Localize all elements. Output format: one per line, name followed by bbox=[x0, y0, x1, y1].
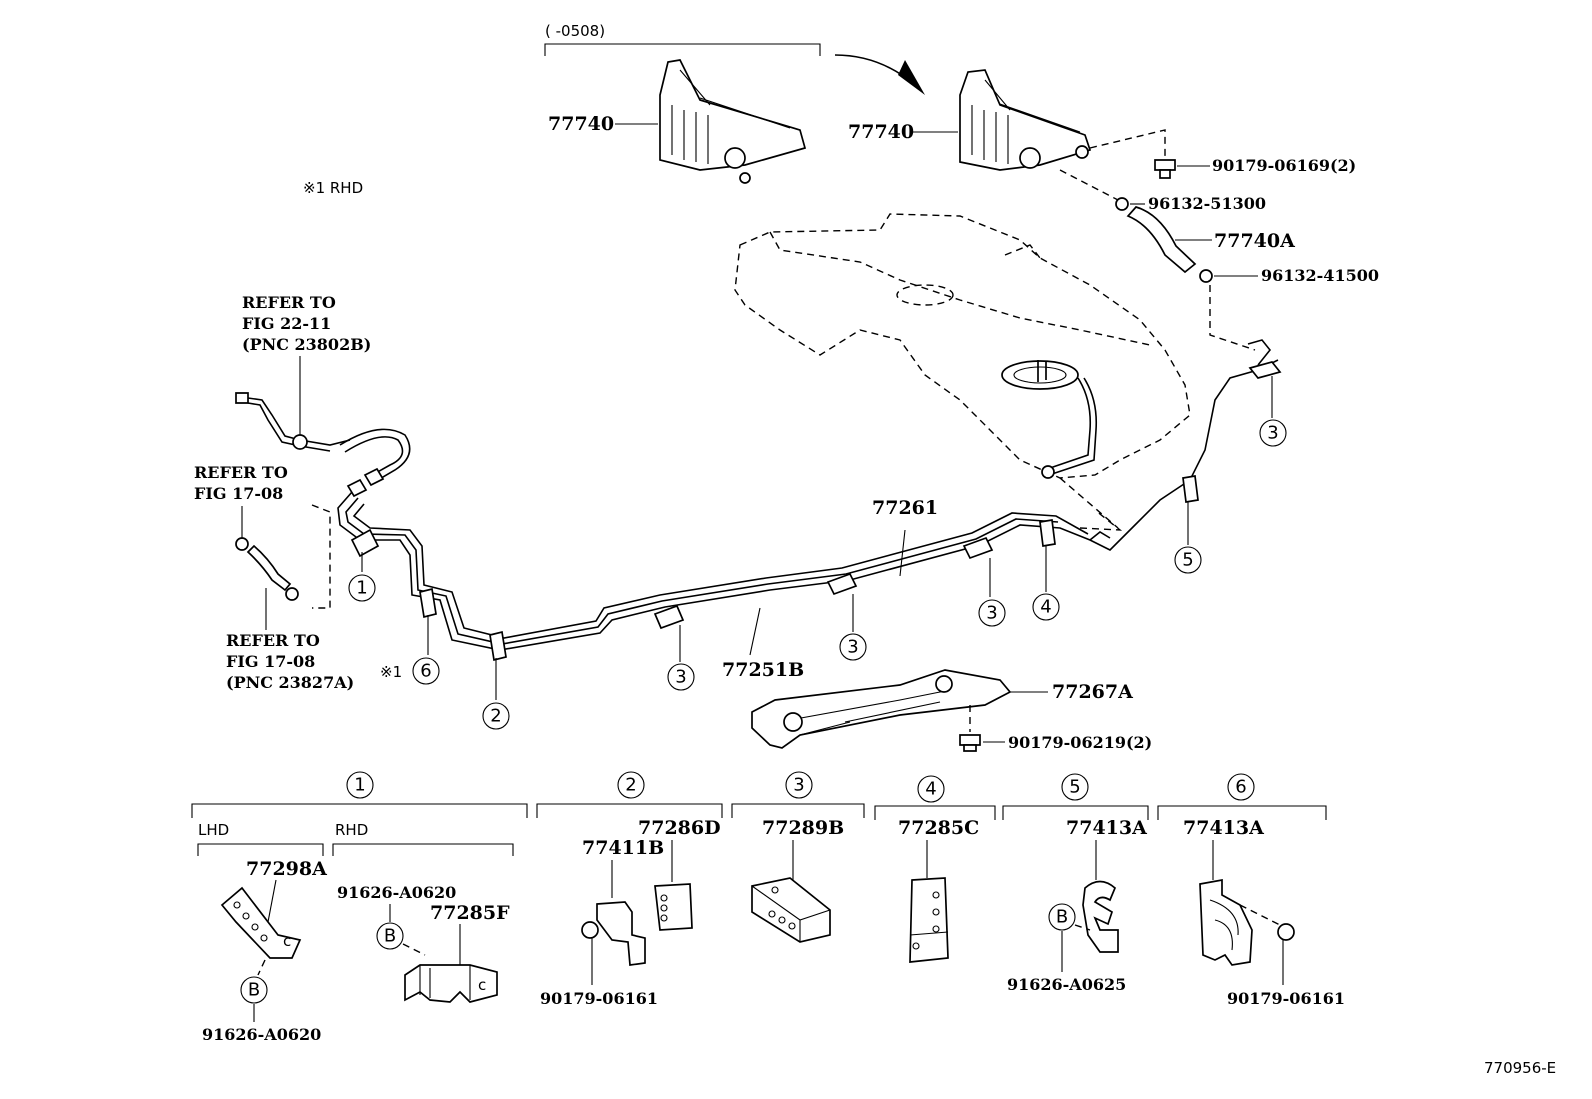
date-range-label: ( -0508) bbox=[545, 22, 605, 40]
hose-label: 77740A bbox=[1214, 230, 1295, 252]
group-2: 2 77286D 77411B 90179-06161 bbox=[536, 771, 723, 1008]
callout-5: 5 bbox=[1174, 546, 1202, 574]
svg-text:c: c bbox=[283, 932, 291, 950]
svg-text:3: 3 bbox=[1267, 423, 1278, 444]
g1-clamp-label: 77298A bbox=[246, 858, 327, 880]
g5-clamp-label: 77413A bbox=[1066, 817, 1147, 839]
g2-bracket-label: 77411B bbox=[582, 837, 664, 859]
refer2-line2: FIG 17-08 bbox=[194, 484, 283, 503]
refer-to-3: REFER TO FIG 17-08 (PNC 23827A) bbox=[226, 588, 354, 692]
svg-text:1: 1 bbox=[354, 775, 365, 796]
g2-clamp-a-label: 77286D bbox=[638, 817, 721, 839]
g6-bolt-label: 90179-06161 bbox=[1227, 989, 1345, 1008]
svg-text:2: 2 bbox=[490, 706, 501, 727]
svg-text:4: 4 bbox=[925, 779, 936, 800]
tube-sub-label: 77251B bbox=[722, 659, 804, 681]
svg-text:B: B bbox=[384, 926, 396, 947]
protector-label: 77267A bbox=[1052, 681, 1133, 703]
svg-text:3: 3 bbox=[847, 637, 858, 658]
clamp-1-label: 96132-51300 bbox=[1148, 194, 1266, 213]
group-4: 4 77285C bbox=[874, 775, 996, 963]
group-6: 6 77413A 90179-06161 bbox=[1157, 773, 1345, 1008]
tube-clamps bbox=[350, 361, 1282, 662]
bolt-top-label: 90179-06169(2) bbox=[1212, 156, 1356, 175]
canister-new-label: 77740 bbox=[848, 121, 914, 143]
g5-bolt-label: 91626-A0625 bbox=[1007, 975, 1126, 994]
g1-bolt-rhd-label: 91626-A0620 bbox=[337, 883, 456, 902]
svg-text:3: 3 bbox=[793, 775, 804, 796]
fuel-tubes bbox=[337, 339, 1279, 651]
tube-main-label: 77261 bbox=[872, 497, 938, 519]
refer1-line3: (PNC 23802B) bbox=[242, 335, 371, 354]
lhd-label: LHD bbox=[198, 821, 229, 839]
group-1: 1 LHD RHD 77298A c B 91626-A0620 91626-A… bbox=[191, 771, 528, 1044]
callout-6: ※1 6 bbox=[380, 657, 440, 685]
g6-clamp-label: 77413A bbox=[1183, 817, 1264, 839]
note-marker: ※1 bbox=[380, 663, 402, 681]
front-tube-connectors bbox=[235, 392, 411, 609]
clamp-2-label: 96132-41500 bbox=[1261, 266, 1379, 285]
canister-old-label: 77740 bbox=[548, 113, 614, 135]
bolt-top: 90179-06169(2) bbox=[1154, 156, 1356, 179]
tube-leaders bbox=[361, 376, 1273, 700]
bolt-protector-label: 90179-06219(2) bbox=[1008, 733, 1152, 752]
svg-text:B: B bbox=[1056, 907, 1068, 928]
svg-text:4: 4 bbox=[1040, 597, 1051, 618]
svg-text:5: 5 bbox=[1182, 550, 1193, 571]
callout-3c: 3 bbox=[978, 599, 1006, 627]
group-5: 5 77413A B 91626-A0625 bbox=[1002, 773, 1149, 994]
svg-text:c: c bbox=[478, 976, 486, 994]
refer-to-1: REFER TO FIG 22-11 (PNC 23802B) bbox=[242, 293, 371, 438]
svg-text:2: 2 bbox=[625, 775, 636, 796]
svg-text:3: 3 bbox=[675, 667, 686, 688]
hose: 77740A bbox=[1126, 206, 1295, 274]
svg-text:1: 1 bbox=[356, 578, 367, 599]
rhd-note: ※1 RHD bbox=[303, 179, 363, 197]
callout-4: 4 bbox=[1032, 593, 1060, 621]
fuel-tank bbox=[734, 213, 1191, 479]
g1-bolt-lhd-label: 91626-A0620 bbox=[202, 1025, 321, 1044]
svg-text:B: B bbox=[248, 980, 260, 1001]
rhd-label: RHD bbox=[335, 821, 368, 839]
figure-code: 770956-E bbox=[1484, 1059, 1556, 1077]
svg-text:5: 5 bbox=[1069, 777, 1080, 798]
protector-plate: 77267A 90179-06219(2) bbox=[751, 669, 1152, 752]
canister-old: 77740 bbox=[548, 59, 807, 184]
svg-text:6: 6 bbox=[1235, 777, 1246, 798]
g4-clamp-label: 77285C bbox=[898, 817, 979, 839]
callout-2: 2 bbox=[482, 702, 510, 730]
svg-text:3: 3 bbox=[986, 603, 997, 624]
refer3-line3: (PNC 23827A) bbox=[226, 673, 354, 692]
callout-3d: 3 bbox=[1259, 419, 1287, 447]
refer2-line1: REFER TO bbox=[194, 463, 288, 482]
g3-clamp-label: 77289B bbox=[762, 817, 844, 839]
canister-new: 77740 bbox=[848, 69, 1092, 171]
supersession-arrowhead bbox=[898, 60, 925, 95]
callout-3b: 3 bbox=[839, 633, 867, 661]
group-3: 3 77289B bbox=[731, 771, 865, 943]
callout-3a: 3 bbox=[667, 663, 695, 691]
callout-1: 1 bbox=[348, 574, 376, 602]
svg-text:6: 6 bbox=[420, 661, 431, 682]
clamp-1: 96132-51300 bbox=[1115, 194, 1266, 213]
refer3-line1: REFER TO bbox=[226, 631, 320, 650]
g2-bolt-label: 90179-06161 bbox=[540, 989, 658, 1008]
clamp-2: 96132-41500 bbox=[1199, 266, 1379, 285]
refer-to-2: REFER TO FIG 17-08 bbox=[194, 463, 288, 540]
date-range-bracket: ( -0508) bbox=[544, 22, 821, 56]
refer1-line2: FIG 22-11 bbox=[242, 314, 331, 333]
refer3-line2: FIG 17-08 bbox=[226, 652, 315, 671]
g1-clip-rhd-label: 77285F bbox=[430, 902, 510, 924]
refer1-line1: REFER TO bbox=[242, 293, 336, 312]
